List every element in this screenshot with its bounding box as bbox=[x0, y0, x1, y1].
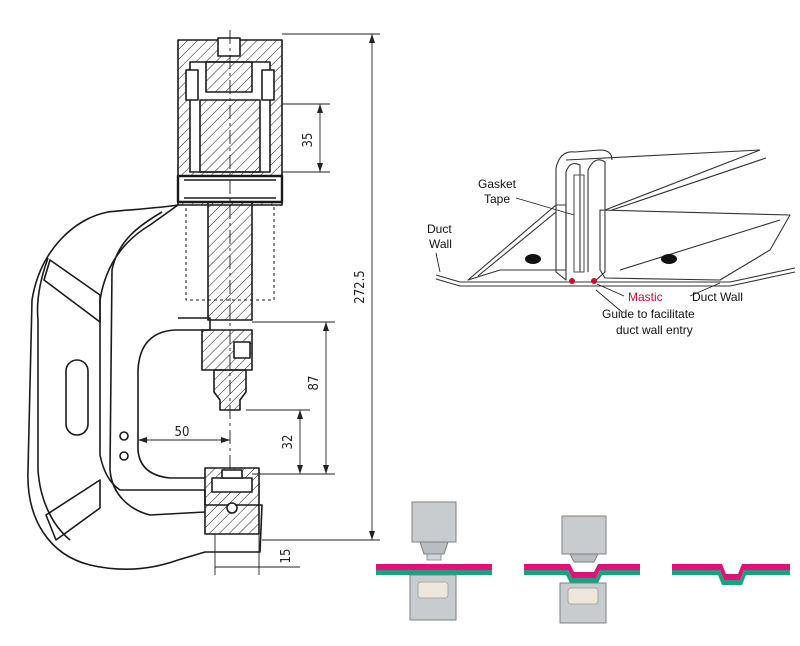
dim-throat-depth: 50 bbox=[175, 425, 190, 440]
mastic-spot bbox=[569, 278, 575, 284]
c-frame-inner-rim bbox=[109, 211, 206, 516]
joint-upright-left bbox=[555, 163, 581, 281]
label-guide-1: Guide to facilitate bbox=[602, 307, 695, 321]
grip-slot bbox=[65, 359, 89, 436]
pin-upper bbox=[119, 431, 129, 441]
process-step-1 bbox=[376, 501, 492, 621]
duct-joint-illustration bbox=[435, 149, 796, 313]
pin-lower bbox=[119, 451, 129, 461]
dim-die-offset: 15 bbox=[279, 549, 294, 564]
lower-wedge bbox=[45, 479, 101, 541]
joint-upright-right bbox=[587, 159, 606, 283]
label-gasket-tape-1: Gasket bbox=[478, 177, 517, 191]
dim-overall-height: 272.5 bbox=[353, 270, 368, 303]
label-gasket-tape-2: Tape bbox=[484, 192, 510, 206]
right-flange-hole bbox=[661, 254, 677, 264]
label-guide-2: duct wall entry bbox=[616, 323, 693, 337]
process-step-2 bbox=[524, 515, 640, 624]
c-frame-left-pad bbox=[36, 257, 71, 541]
c-frame-outer bbox=[27, 204, 263, 570]
process-step-3 bbox=[672, 564, 790, 585]
duct-wall-base bbox=[435, 267, 796, 283]
label-mastic: Mastic bbox=[628, 290, 663, 304]
dimension-arrows bbox=[138, 34, 375, 540]
dim-upper-guide: 35 bbox=[301, 133, 316, 148]
throat-opening bbox=[137, 317, 211, 479]
upper-wedge bbox=[43, 259, 101, 323]
gasket-tape bbox=[573, 174, 585, 273]
process-sequence bbox=[376, 501, 790, 624]
left-flange-hole bbox=[525, 254, 541, 264]
punch-tool-drawing bbox=[27, 30, 284, 570]
label-duct-wall-left-2: Wall bbox=[429, 237, 452, 251]
label-duct-wall-left-1: Duct bbox=[427, 222, 452, 236]
label-duct-wall-right: Duct Wall bbox=[692, 290, 743, 304]
right-flange bbox=[599, 209, 791, 281]
dimension-lines bbox=[138, 33, 380, 575]
dim-throat-height: 87 bbox=[307, 376, 322, 391]
dim-stroke: 32 bbox=[281, 435, 296, 450]
